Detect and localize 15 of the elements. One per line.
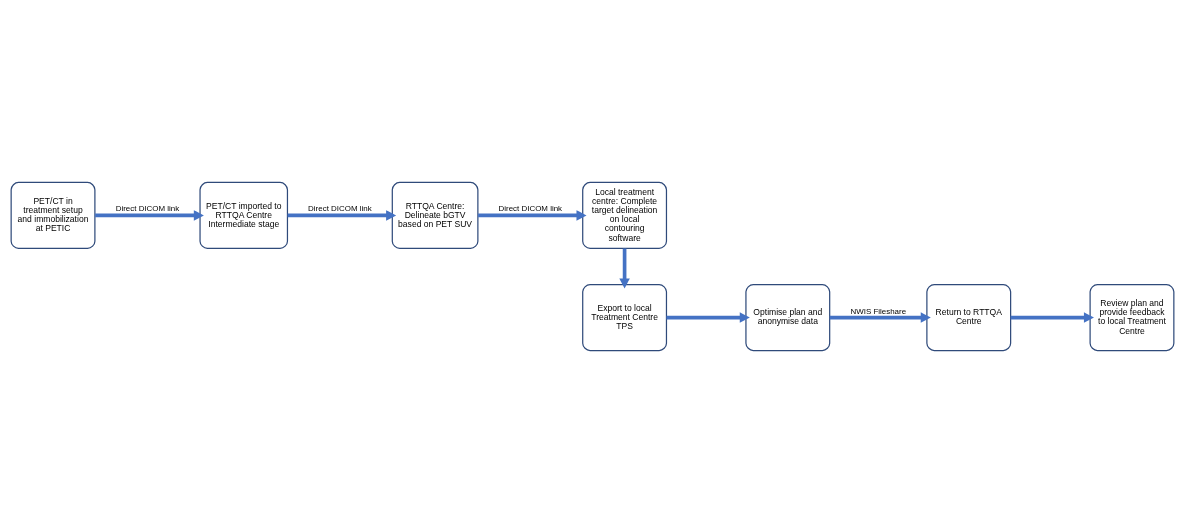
- node-box: Review plan and provide feedback to local Treatment Centre: [1089, 283, 1175, 351]
- node-box: PET/CT imported to RTTQA Centre Intermediate stage: [199, 181, 289, 249]
- arrow: [478, 209, 587, 221]
- arrow: [95, 209, 204, 221]
- node-box: PET/CT in treatment setup and immobilization at PETIC: [10, 181, 96, 249]
- node-box: Local treatment centre: Complete target delineation on local contouring software: [582, 181, 668, 249]
- node-box: RTTQA Centre: Delineate bGTV based on PET SUV: [391, 181, 479, 249]
- node-box: Return to RTTQA Centre: [926, 283, 1012, 351]
- arrow: [287, 209, 397, 221]
- arrow: [829, 311, 931, 323]
- arrow: [1010, 311, 1094, 323]
- node-box: Export to local Treatment Centre TPS: [582, 283, 668, 351]
- arrow: [619, 248, 630, 288]
- node-box: Optimise plan and anonymise data: [745, 283, 831, 351]
- arrow: [666, 311, 750, 323]
